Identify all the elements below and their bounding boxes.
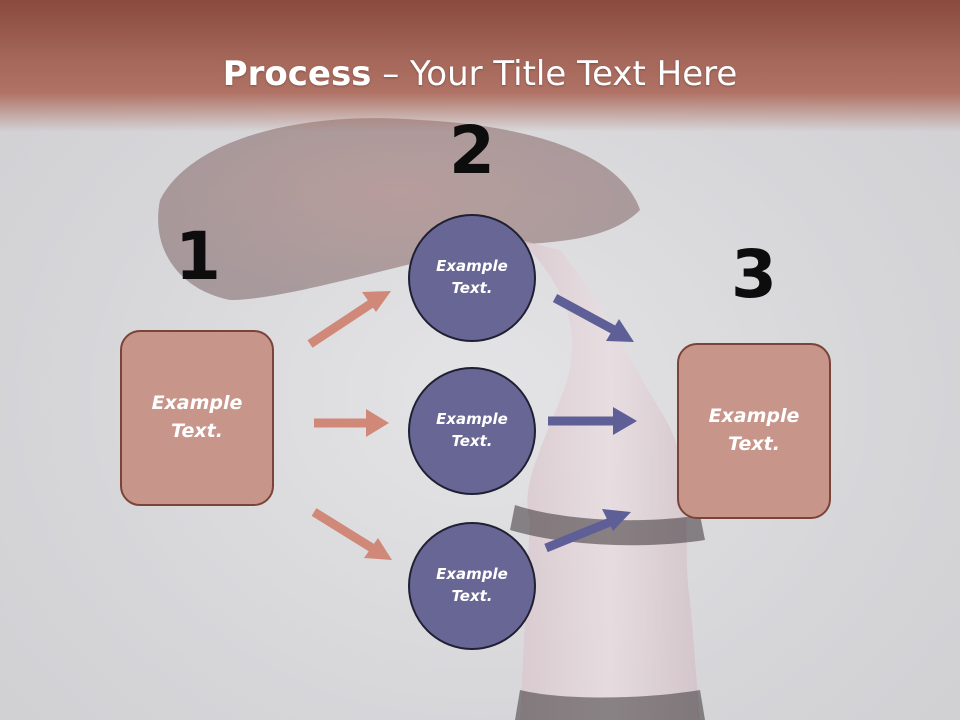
box-left: Example Text. xyxy=(120,330,274,506)
step-number-1: 1 xyxy=(175,218,221,295)
box-right: Example Text. xyxy=(677,343,831,519)
title-bold: Process xyxy=(222,54,372,94)
slide-title: Process – Your Title Text Here xyxy=(0,52,960,96)
circle-top: Example Text. xyxy=(408,214,536,342)
circle-middle: Example Text. xyxy=(408,367,536,495)
circle-middle-text: Example Text. xyxy=(436,410,508,450)
circle-bottom-text: Example Text. xyxy=(436,565,508,605)
circle-top-text: Example Text. xyxy=(436,257,508,297)
circle-bottom: Example Text. xyxy=(408,522,536,650)
arrow-left-middle xyxy=(314,409,389,437)
arrow-right-up xyxy=(544,509,631,553)
arrow-left-down xyxy=(311,508,392,560)
arrow-right-middle xyxy=(548,407,637,435)
box-left-text: Example Text. xyxy=(151,392,243,442)
step-number-3: 3 xyxy=(731,236,777,313)
title-rest: – Your Title Text Here xyxy=(371,54,738,94)
arrow-left-up xyxy=(307,291,391,348)
step-number-2: 2 xyxy=(449,112,495,189)
arrow-right-down xyxy=(552,294,634,342)
box-right-text: Example Text. xyxy=(708,405,800,455)
title-bar xyxy=(0,0,960,132)
